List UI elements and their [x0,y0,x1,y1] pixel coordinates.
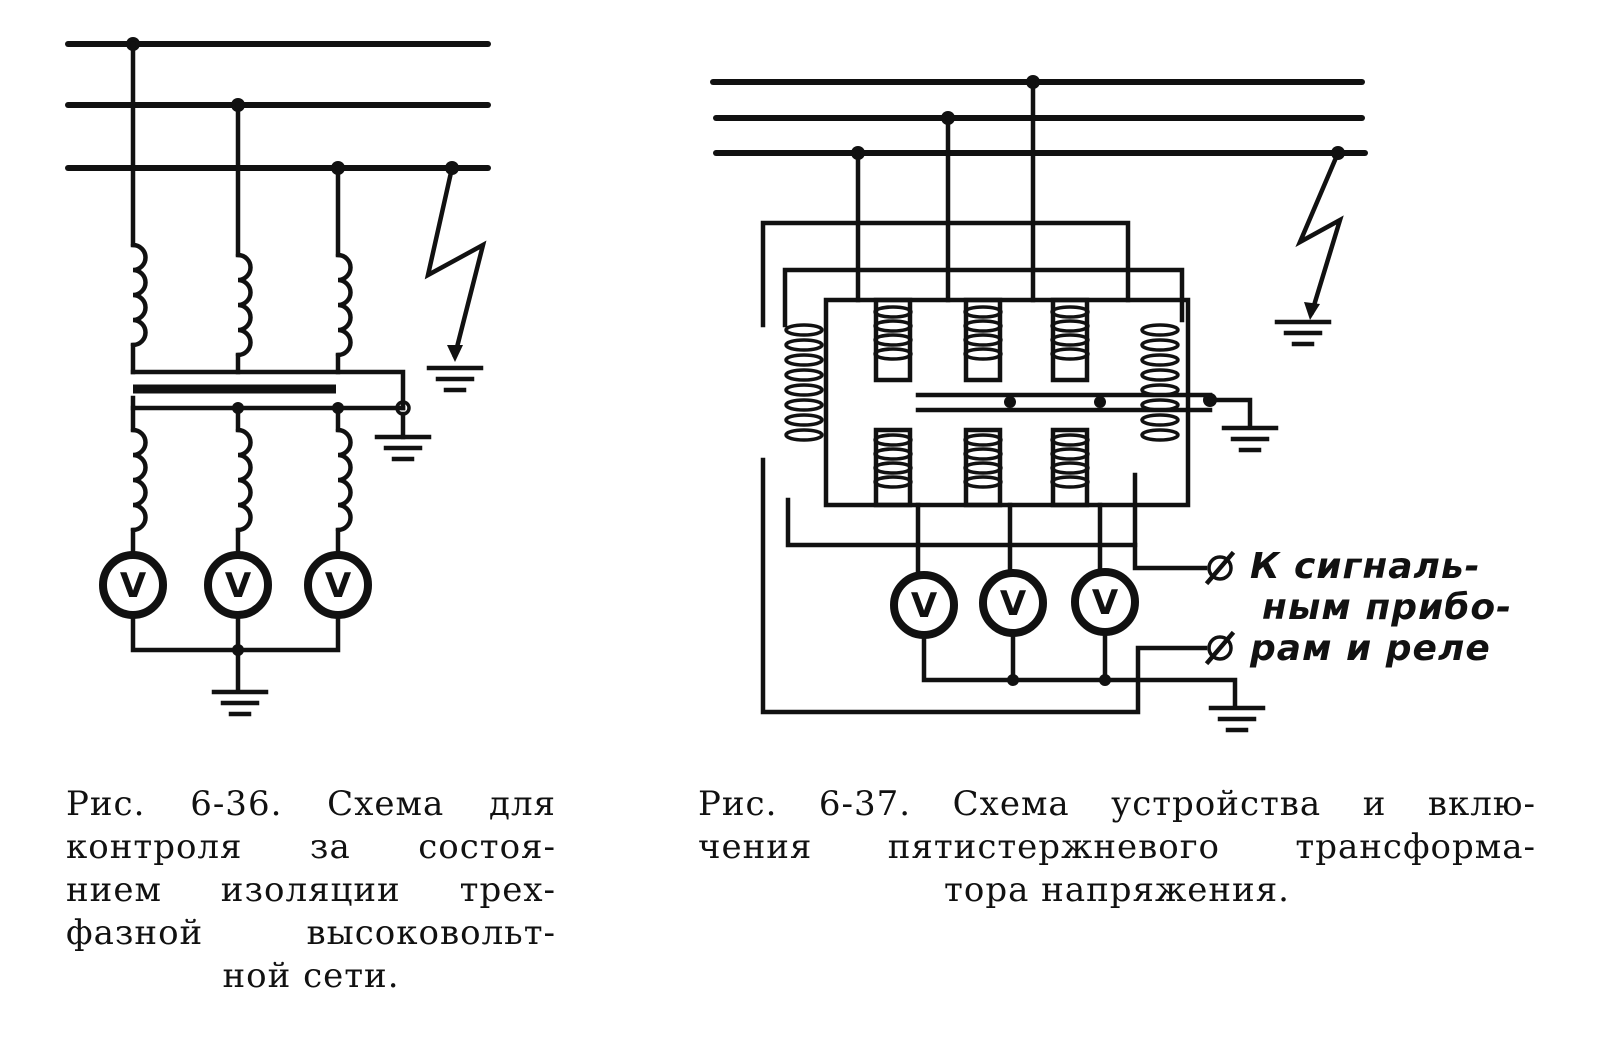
fault-lightning-icon [424,165,487,358]
signal-label-line: К сигналь- [1250,546,1481,587]
voltmeter-symbol: V [1000,584,1027,624]
voltmeter-symbol: V [225,566,252,606]
caption-line: Рис. 6-37. Схема устройства и вклю- [698,784,1536,824]
voltmeter-symbol: V [120,566,147,606]
caption-line: нием изоляции трех- [66,870,556,910]
voltmeter-symbol: V [325,566,352,606]
secondary-winding-b [238,430,251,530]
voltmeter: V [304,551,372,619]
secondary-winding-a [133,430,146,530]
caption-line: контроля за состоя- [66,827,556,867]
voltmeter-symbol: V [911,586,938,626]
figure-caption: Рис. 6-36. Схема для контроля за состоя-… [66,783,556,998]
primary-winding-c [338,255,351,355]
caption-line: фазной высоковольт- [66,913,556,953]
voltmeter: V [204,551,272,619]
primary-winding-b [238,255,251,355]
secondary-winding-c [338,430,351,530]
signal-terminal [1204,630,1236,666]
caption-line: тора напряжения. [944,870,1290,910]
ground-symbol [377,437,429,459]
caption-line: ной сети. [222,956,400,996]
voltmeter: V [1071,568,1139,636]
signal-label-line: ным прибо- [1262,587,1512,628]
voltmeter: V [979,569,1047,637]
caption-line: чения пятистержневого трансформа- [698,827,1536,867]
figure-6-37: V V V К сигналь- ным прибо- рам и реле [710,75,1512,730]
ground-symbol [1277,322,1329,344]
voltmeter-symbol: V [1092,583,1119,623]
ground-symbol [1211,708,1263,730]
figure-caption: Рис. 6-37. Схема устройства и вклю- чени… [698,783,1536,912]
voltmeter: V [890,571,958,639]
primary-winding-a [133,245,146,345]
signal-label-line: рам и реле [1249,628,1491,669]
ground-symbol [1224,428,1276,450]
voltmeter: V [99,551,167,619]
ground-symbol [429,368,481,390]
caption-line: Рис. 6-36. Схема для [66,784,556,824]
fault-lightning-icon [1295,150,1344,315]
figure-6-36: V V V [65,37,491,714]
signal-terminal [1204,550,1236,586]
ground-symbol [214,692,266,714]
